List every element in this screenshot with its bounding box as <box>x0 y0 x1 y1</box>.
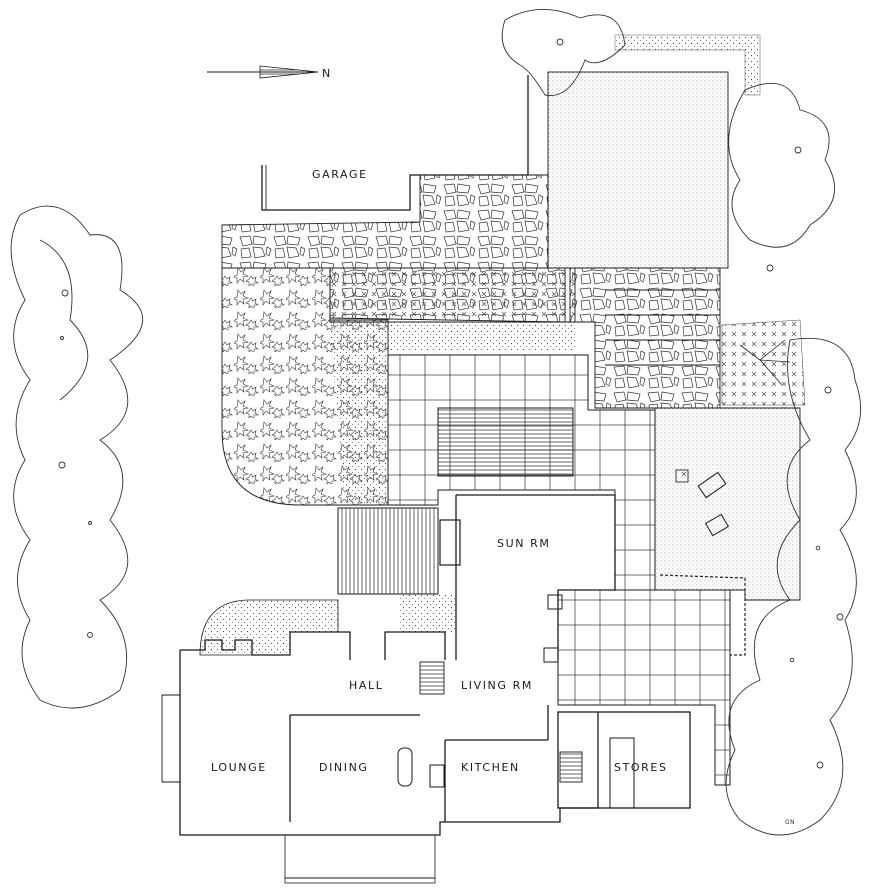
garden-chair-icon <box>705 513 729 537</box>
patio-paving <box>557 589 731 786</box>
room-label-dining: DINING <box>319 761 369 774</box>
front-dotted-bed <box>199 599 339 656</box>
artist-signature: GN <box>785 819 795 826</box>
fern-icon <box>739 339 791 386</box>
deck-hatch <box>337 507 439 595</box>
planter-icon <box>675 469 689 483</box>
north-label: N <box>322 67 330 80</box>
house <box>161 494 691 884</box>
room-label-sun-room: SUN RM <box>497 537 551 550</box>
tree-canopy-right <box>725 82 862 836</box>
room-label-hall: HALL <box>349 679 383 692</box>
dotted-border <box>614 34 761 96</box>
north-arrow: N <box>207 65 330 80</box>
garage <box>261 75 529 211</box>
tree-canopy-left <box>10 205 144 709</box>
lawn <box>654 407 801 601</box>
room-label-living-room: LIVING RM <box>461 679 533 692</box>
stone-steps <box>569 267 721 409</box>
room-label-lounge: LOUNGE <box>211 761 267 774</box>
fern-planting <box>721 319 806 406</box>
raised-bed <box>437 407 574 477</box>
room-label-kitchen: KITCHEN <box>461 761 520 774</box>
tree-canopy-top <box>501 9 626 96</box>
planter-border <box>659 574 746 656</box>
room-label-stores: STORES <box>614 761 668 774</box>
garden-chair-icon <box>697 471 727 499</box>
gravel-strip <box>329 267 576 323</box>
room-label-garage: GARAGE <box>312 168 368 181</box>
driveway <box>547 71 729 269</box>
